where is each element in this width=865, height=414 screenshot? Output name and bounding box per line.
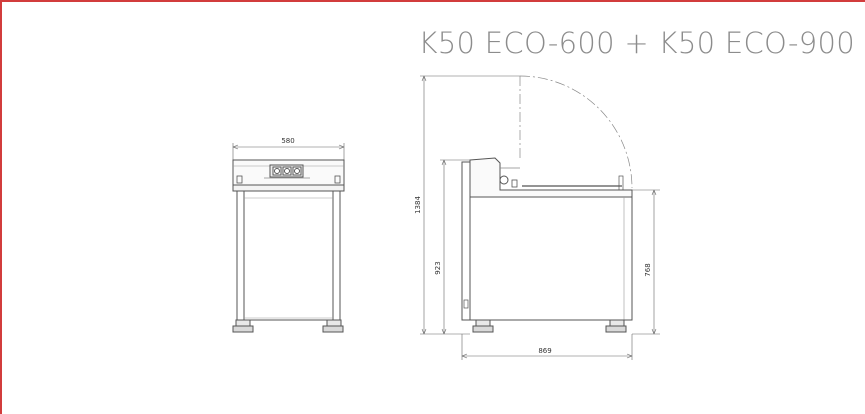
side-work-height-dimension xyxy=(420,159,470,335)
side-top-housing xyxy=(469,157,633,198)
side-depth-dimension xyxy=(461,334,633,360)
front-feet xyxy=(232,319,344,333)
side-feet xyxy=(472,319,627,333)
side-lid-handle xyxy=(618,175,624,191)
side-cabinet xyxy=(469,196,633,321)
side-work-height-label: 923 xyxy=(434,261,442,274)
side-view: 1384 923 xyxy=(414,75,660,360)
front-right-column xyxy=(332,190,341,321)
front-lid-band xyxy=(232,184,345,192)
product-title: K50 ECO-600 + K50 ECO-900 xyxy=(418,26,855,60)
front-left-column xyxy=(236,190,245,321)
side-depth-label: 869 xyxy=(538,347,551,355)
side-total-height-label: 1384 xyxy=(414,196,422,214)
side-rear-height-label: 768 xyxy=(644,263,652,276)
side-total-height-dimension xyxy=(420,75,520,335)
side-front-column xyxy=(461,161,471,321)
side-knob xyxy=(499,175,509,185)
front-cabinet xyxy=(243,190,334,321)
side-rear-height-dimension xyxy=(632,189,660,335)
front-view: 580 xyxy=(232,137,345,333)
lid-swing-arc xyxy=(519,75,633,189)
front-width-label: 580 xyxy=(281,137,294,145)
front-width-dimension xyxy=(232,143,345,162)
control-knobs xyxy=(269,164,304,178)
